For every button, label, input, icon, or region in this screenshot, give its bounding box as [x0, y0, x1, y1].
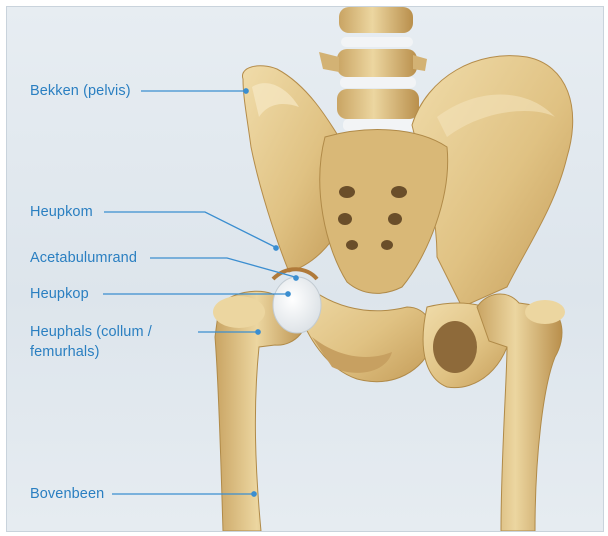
leader-dot-femoral-head — [286, 292, 290, 296]
leader-dot-pelvis — [244, 89, 248, 93]
right-femur — [477, 294, 565, 531]
sacrum — [320, 130, 448, 294]
label-femoral-neck-line1: Heuphals (collum / — [30, 323, 152, 341]
leader-dot-thigh-bone — [252, 492, 256, 496]
leader-dot-acetabular-rim — [294, 276, 298, 280]
leader-dot-femoral-neck — [256, 330, 260, 334]
label-femoral-head: Heupkop — [30, 285, 89, 303]
leader-line-hip-socket — [104, 212, 275, 247]
illustration-frame: Bekken (pelvis) Heupkom Acetabulumrand H… — [6, 6, 604, 532]
leader-line-acetabular-rim — [150, 258, 295, 277]
label-acetabular-rim: Acetabulumrand — [30, 249, 137, 267]
leader-dot-hip-socket — [274, 246, 278, 250]
label-femoral-neck-line2: femurhals) — [30, 343, 100, 361]
label-thigh-bone: Bovenbeen — [30, 485, 104, 503]
label-hip-socket: Heupkom — [30, 203, 93, 221]
spine — [319, 7, 427, 131]
label-pelvis: Bekken (pelvis) — [30, 82, 131, 100]
